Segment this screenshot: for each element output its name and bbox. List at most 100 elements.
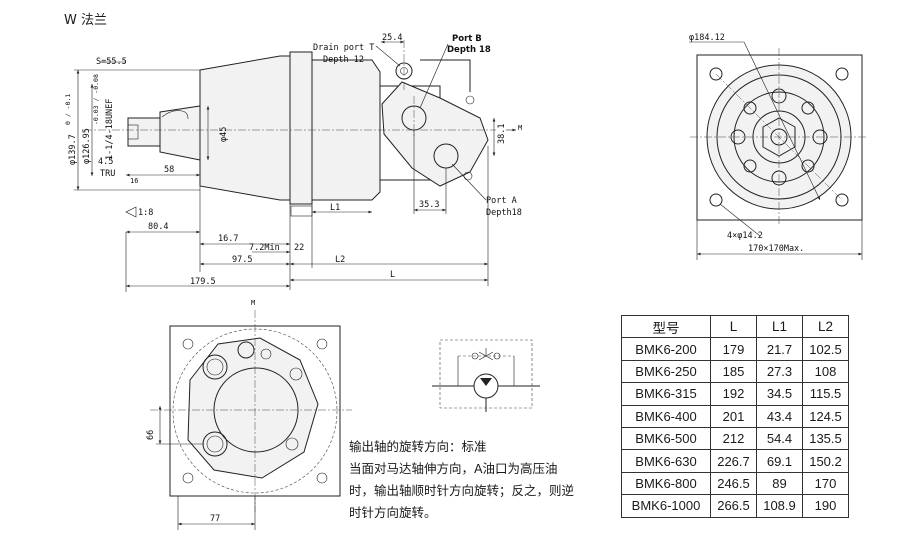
bolt-front-6 — [801, 101, 815, 115]
cell-l2: 124.5 — [802, 404, 849, 428]
cell-l: 179 — [710, 337, 757, 361]
dim-m-side: M — [518, 124, 522, 132]
cell-l2: 135.5 — [802, 426, 849, 451]
col-model: 型号 — [621, 314, 711, 339]
dim-80-4: 80.4 — [148, 222, 168, 232]
rear-mount-tr — [316, 338, 328, 350]
table-row: BMK6-315 192 34.5 115.5 — [621, 382, 849, 406]
dim-s: S=55.5 — [96, 57, 127, 67]
rear-port-a-inner — [206, 435, 224, 453]
dim-4-5: 4.5 — [98, 157, 113, 167]
cell-model: BMK6-250 — [621, 359, 711, 384]
table-row: BMK6-200 179 21.7 102.5 — [621, 337, 849, 361]
cell-l1: 27.3 — [756, 359, 803, 384]
dim-thread: 1-1/4-18UNEF — [105, 99, 115, 160]
dim-126-tol: -0.03 / -0.08 — [92, 74, 100, 125]
port-b-leader — [419, 43, 449, 109]
cell-l2: 150.2 — [802, 449, 849, 473]
dim-22: 22 — [294, 243, 304, 253]
dim-38-1: 38.1 — [497, 124, 507, 144]
rotation-note: 输出轴的旋转方向：标准 当面对马达轴伸方向，A油口为高压油 时，输出轴顺时针方向… — [349, 436, 611, 524]
flange-body — [199, 55, 291, 201]
cell-l1: 21.7 — [756, 337, 803, 361]
rear-drain — [237, 341, 255, 359]
dim-139-tol: 0 / -0.1 — [64, 94, 72, 125]
drain-port-label: Drain port T — [313, 43, 374, 53]
flange-hatch — [290, 205, 313, 217]
cell-l2: 170 — [802, 471, 849, 496]
rear-bolt-1 — [260, 348, 272, 360]
cell-l: 246.5 — [710, 471, 757, 496]
dim-126: φ126.95 — [82, 128, 92, 164]
note-line-3: 时，输出轴顺时针方向旋转；反之，则逆 — [349, 483, 575, 498]
dim-16-7: 16.7 — [218, 234, 238, 244]
bolt-front-1 — [771, 88, 787, 104]
rear-view: M 66 77 — [146, 299, 352, 530]
dim-25-4: 25.4 — [382, 33, 402, 43]
table-row: BMK6-800 246.5 89 170 — [621, 471, 849, 496]
shaft-tip — [127, 117, 161, 147]
cell-model: BMK6-400 — [621, 404, 711, 428]
cell-l1: 108.9 — [756, 494, 803, 518]
rear-mount-bl — [182, 472, 194, 484]
spec-header-row: 型号 L L1 L2 — [621, 314, 849, 339]
dim-66: 66 — [146, 430, 156, 440]
note-line-4: 时针方向旋转。 — [349, 505, 437, 520]
cell-l2: 190 — [802, 494, 849, 518]
table-row: BMK6-250 185 27.3 108 — [621, 359, 849, 384]
mount-hole-bl — [709, 193, 723, 207]
mount-hole-br — [835, 193, 849, 207]
dim-taper: 1:8 — [138, 208, 153, 218]
flange-plate — [289, 51, 313, 205]
cell-model: BMK6-500 — [621, 426, 711, 451]
dim-16: 16 — [130, 177, 138, 185]
table-row: BMK6-630 226.7 69.1 150.2 — [621, 449, 849, 473]
rear-cap — [420, 59, 471, 92]
shaft-thread — [127, 124, 139, 140]
rear-m-label: M — [251, 299, 255, 307]
rear-mount-br — [316, 472, 328, 484]
bolt-front-8 — [801, 159, 815, 173]
port-b-depth-label: Depth 18 — [447, 45, 491, 55]
bolt-2 — [463, 171, 473, 181]
dim-holes: 4×φ14.2 — [727, 231, 763, 241]
bolt-front-5 — [743, 101, 757, 115]
col-l: L — [710, 314, 757, 339]
rear-port-b-inner — [206, 358, 224, 376]
dim-184-leader — [743, 41, 821, 201]
front-view: φ184.12 4×φ14.2 170×170Max. — [689, 33, 868, 260]
cell-l: 266.5 — [710, 494, 757, 518]
rear-port-b — [202, 354, 228, 380]
dim-35-3: 35.3 — [419, 200, 439, 210]
cell-l1: 89 — [756, 471, 803, 496]
drain-leader — [375, 45, 401, 67]
cell-l1: 43.4 — [756, 404, 803, 428]
shaft-key — [161, 110, 189, 120]
front-square — [696, 54, 863, 221]
port-a-label: Port A — [486, 196, 517, 206]
cell-l1: 54.4 — [756, 426, 803, 451]
cell-model: BMK6-200 — [621, 337, 711, 361]
spec-table: 型号 L L1 L2 BMK6-200 179 21.7 102.5 BMK6-… — [621, 314, 849, 518]
drain-depth-label: Depth 12 — [323, 55, 364, 65]
cell-l: 212 — [710, 426, 757, 451]
dim-l2: L2 — [335, 255, 345, 265]
mount-hole-tl — [709, 67, 723, 81]
note-line-2: 当面对马达轴伸方向，A油口为高压油 — [349, 461, 558, 476]
dim-tru: TRU — [100, 169, 115, 179]
rear-port-plate — [187, 337, 319, 479]
bolt-front-7 — [743, 159, 757, 173]
taper-symbol — [125, 206, 137, 218]
port-plate — [381, 81, 489, 187]
table-row: BMK6-500 212 54.4 135.5 — [621, 426, 849, 451]
bolt-1 — [465, 95, 475, 105]
cell-l: 226.7 — [710, 449, 757, 473]
dim-45: φ45 — [219, 127, 229, 142]
dim-184: φ184.12 — [689, 33, 725, 43]
table-row: BMK6-1000 266.5 108.9 190 — [621, 494, 849, 518]
rear-bolt-3 — [285, 437, 299, 451]
side-view: S=55.5 φ139.7 0 / -0.1 φ126.95 -0.03 / -… — [64, 33, 522, 292]
page-title: W 法兰 — [64, 13, 107, 28]
cell-model: BMK6-1000 — [621, 494, 711, 518]
